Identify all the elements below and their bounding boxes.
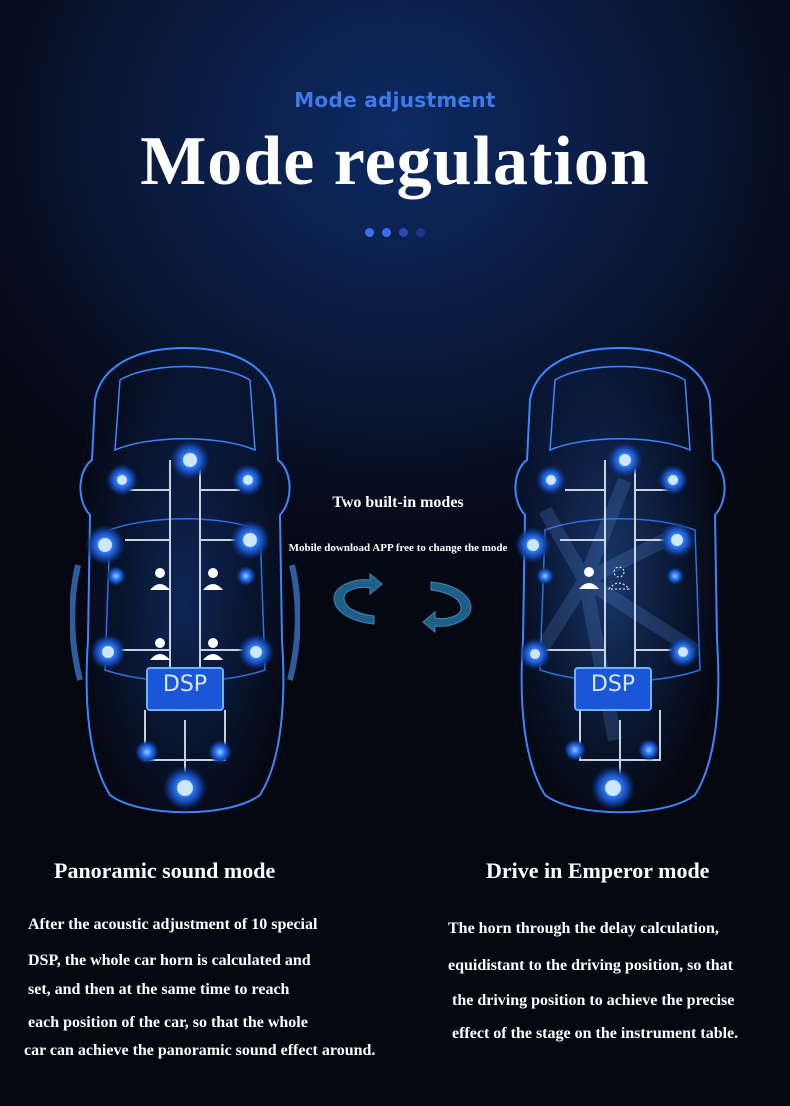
emperor-desc-line-3: the driving position to achieve the prec… xyxy=(452,992,735,1009)
page-title: Mode regulation xyxy=(140,123,650,200)
panoramic-desc-line-3: set, and then at the same time to reach xyxy=(28,981,290,998)
panoramic-desc-line-4: each position of the car, so that the wh… xyxy=(28,1014,308,1031)
dot-3 xyxy=(399,228,408,237)
mode-subtitle: Mode adjustment xyxy=(294,88,496,112)
panoramic-desc-line-5: car can achieve the panoramic sound effe… xyxy=(24,1042,376,1059)
panoramic-car-diagram xyxy=(70,346,300,814)
panoramic-mode-title: Panoramic sound mode xyxy=(54,858,276,883)
pagination-dots xyxy=(0,228,790,237)
dot-2 xyxy=(382,228,391,237)
switch-arrows-icon xyxy=(333,572,472,634)
emperor-desc-line-1: The horn through the delay calculation, xyxy=(448,920,719,937)
dot-4 xyxy=(416,228,425,237)
emperor-desc-line-4: effect of the stage on the instrument ta… xyxy=(452,1025,739,1042)
built-in-modes-label: Two built-in modes xyxy=(332,494,464,511)
emperor-mode-title: Drive in Emperor mode xyxy=(486,858,710,883)
panoramic-desc-line-1: After the acoustic adjustment of 10 spec… xyxy=(28,916,318,933)
emperor-desc-line-2: equidistant to the driving position, so … xyxy=(448,957,733,974)
panoramic-desc-line-2: DSP, the whole car horn is calculated an… xyxy=(28,952,311,969)
emperor-car-diagram xyxy=(514,346,726,814)
left-dsp-label: DSP xyxy=(162,672,208,697)
right-dsp-label: DSP xyxy=(590,672,636,697)
app-download-note: Mobile download APP free to change the m… xyxy=(288,542,508,554)
dot-1 xyxy=(365,228,374,237)
